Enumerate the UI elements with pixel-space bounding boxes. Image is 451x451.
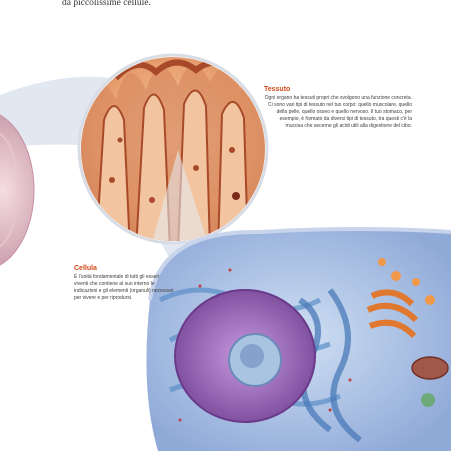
cellula-caption-body: È l'unità fondamentale di tutti gli esse… xyxy=(74,274,174,301)
intro-text: da piccolissime cellule. xyxy=(62,0,151,8)
cellula-caption-title: Cellula xyxy=(74,265,97,272)
tissue-magnifier xyxy=(77,53,269,245)
cell-illustration xyxy=(146,227,451,451)
organ-edge xyxy=(0,114,35,266)
tessuto-caption-title: Tessuto xyxy=(264,86,291,93)
tessuto-caption-body: Ogni organo ha tessuti propri che svolgo… xyxy=(264,95,412,129)
